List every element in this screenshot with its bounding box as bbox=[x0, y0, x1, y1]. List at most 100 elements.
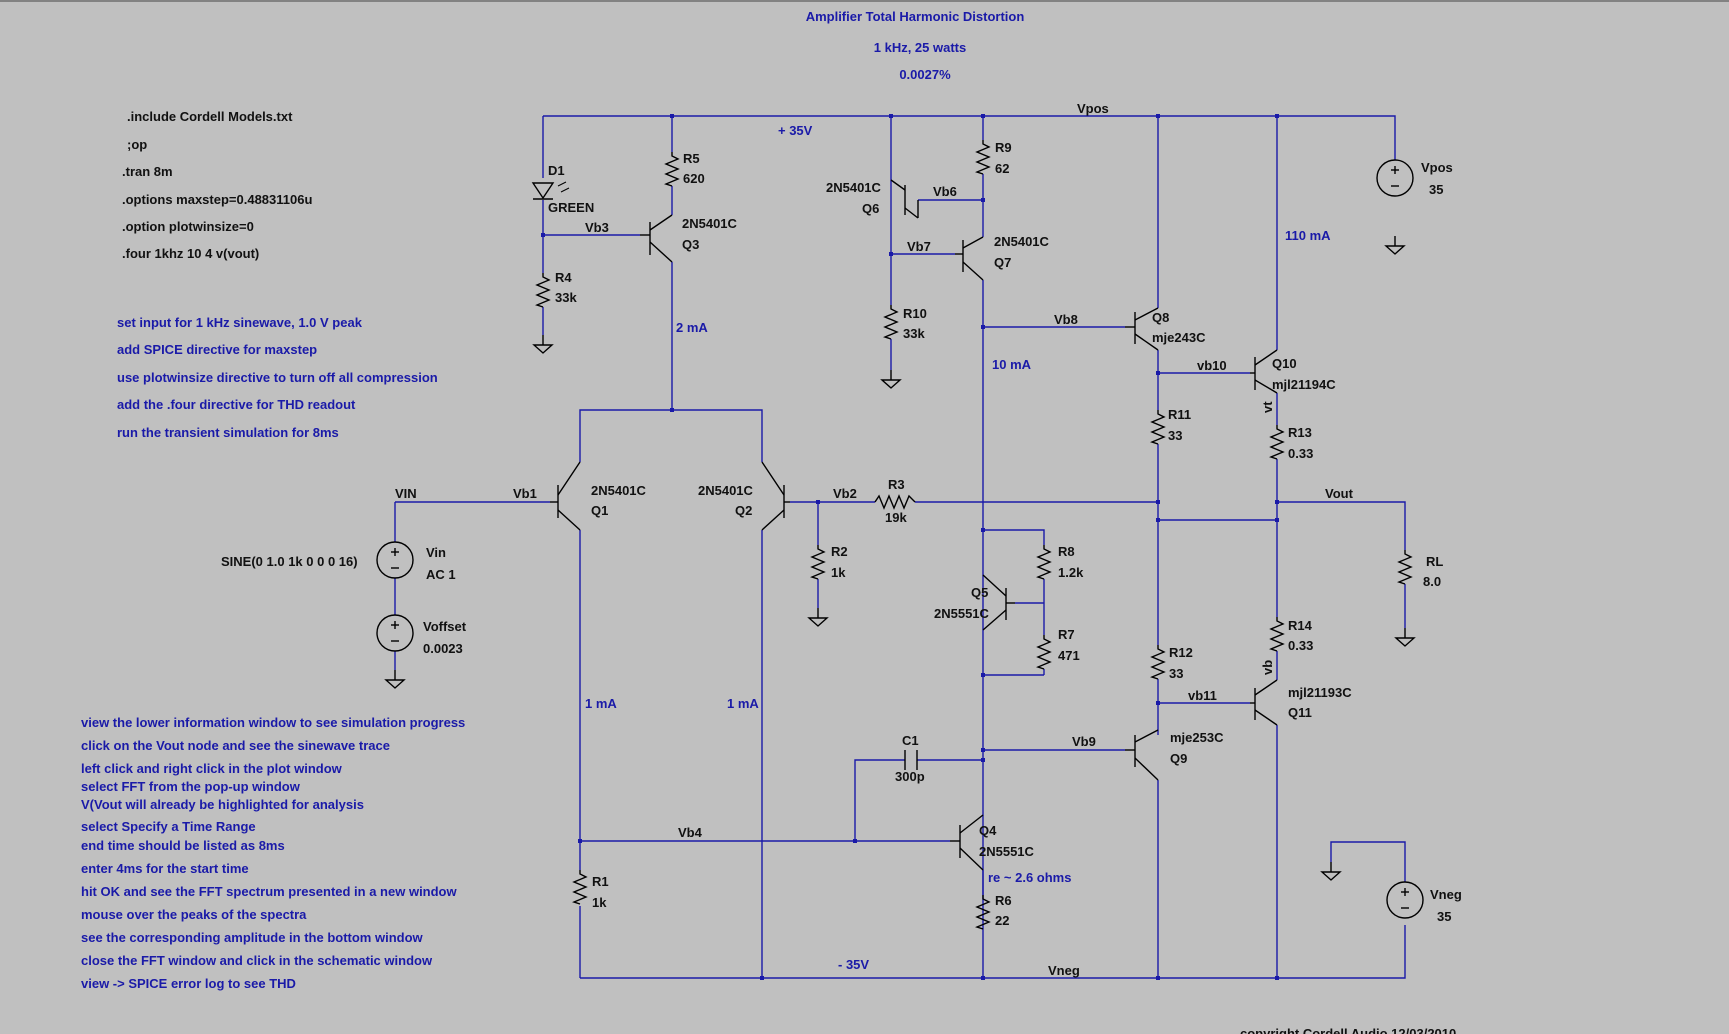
transistor-q8[interactable] bbox=[1125, 307, 1159, 351]
source-vpos[interactable] bbox=[1376, 159, 1414, 197]
net-label-vb11[interactable]: vb11 bbox=[1188, 688, 1217, 703]
directive-tran[interactable]: .tran 8m bbox=[122, 164, 173, 179]
resistor-r12[interactable] bbox=[1151, 644, 1165, 680]
ground-symbol bbox=[533, 334, 553, 354]
net-label-vb3[interactable]: Vb3 bbox=[585, 220, 609, 235]
label-vpos-value: 35 bbox=[1429, 182, 1443, 197]
instruction-line: end time should be listed as 8ms bbox=[81, 838, 285, 853]
instruction-line: add SPICE directive for maxstep bbox=[117, 342, 317, 357]
source-vneg[interactable] bbox=[1386, 881, 1424, 919]
label-r10-value: 33k bbox=[903, 326, 925, 341]
label-r3-value: 19k bbox=[885, 510, 907, 525]
resistor-r11[interactable] bbox=[1151, 409, 1165, 445]
transistor-q2[interactable] bbox=[761, 461, 790, 531]
net-label-vb9[interactable]: Vb9 bbox=[1072, 734, 1096, 749]
directive-include[interactable]: .include Cordell Models.txt bbox=[127, 109, 293, 124]
resistor-r7[interactable] bbox=[1037, 634, 1051, 670]
diode-d1[interactable] bbox=[531, 181, 570, 200]
net-label-vb[interactable]: vb bbox=[1260, 660, 1275, 675]
label-voffset-value: 0.0023 bbox=[423, 641, 463, 656]
label-vpos-name: Vpos bbox=[1421, 160, 1453, 175]
label-q4-model: 2N5551C bbox=[979, 844, 1035, 859]
directive-op[interactable]: ;op bbox=[127, 137, 147, 152]
label-voffset-name: Voffset bbox=[423, 619, 467, 634]
net-label-vb2[interactable]: Vb2 bbox=[833, 486, 857, 501]
transistor-q4[interactable] bbox=[950, 814, 984, 871]
label-r8-value: 1.2k bbox=[1058, 565, 1084, 580]
label-vin-value: AC 1 bbox=[426, 567, 456, 582]
label-r6-value: 22 bbox=[995, 913, 1009, 928]
instruction-line: mouse over the peaks of the spectra bbox=[81, 907, 307, 922]
net-label-vneg[interactable]: Vneg bbox=[1048, 963, 1080, 978]
directive-maxstep[interactable]: .options maxstep=0.48831106u bbox=[122, 192, 312, 207]
resistor-r3[interactable] bbox=[874, 494, 916, 510]
net-label-minus35: - 35V bbox=[838, 957, 869, 972]
net-label-vt[interactable]: vt bbox=[1260, 401, 1275, 413]
label-q11-model: mjl21193C bbox=[1288, 685, 1352, 700]
net-label-vb1[interactable]: Vb1 bbox=[513, 486, 537, 501]
net-label-vpos[interactable]: Vpos bbox=[1077, 101, 1109, 116]
copyright-text: copyright Cordell Audio 12/03/2010 bbox=[1240, 1026, 1456, 1034]
label-q9-model: mje253C bbox=[1170, 730, 1224, 745]
label-q9-name: Q9 bbox=[1170, 751, 1187, 766]
resistor-rl[interactable] bbox=[1398, 549, 1412, 585]
net-label-vb8[interactable]: Vb8 bbox=[1054, 312, 1078, 327]
ground-symbol bbox=[385, 669, 405, 689]
transistor-q1[interactable] bbox=[550, 461, 581, 531]
transistor-q10[interactable] bbox=[1250, 349, 1278, 394]
current-label-q2: 1 mA bbox=[727, 696, 759, 711]
label-q6-name: Q6 bbox=[862, 201, 879, 216]
transistor-q3[interactable] bbox=[640, 214, 673, 263]
label-c1-name: C1 bbox=[902, 733, 919, 748]
label-q11-name: Q11 bbox=[1288, 705, 1312, 720]
label-q1-name: Q1 bbox=[591, 503, 608, 518]
instruction-line: select FFT from the pop-up window bbox=[81, 779, 301, 794]
source-vin[interactable] bbox=[376, 541, 414, 579]
net-label-vb4[interactable]: Vb4 bbox=[678, 825, 703, 840]
current-label-out: 110 mA bbox=[1285, 228, 1331, 243]
label-d1-value: GREEN bbox=[548, 200, 594, 215]
resistor-r1[interactable] bbox=[573, 869, 587, 905]
label-r10-name: R10 bbox=[903, 306, 927, 321]
label-q10-name: Q10 bbox=[1272, 356, 1297, 371]
resistor-r4[interactable] bbox=[536, 272, 550, 308]
resistor-r8[interactable] bbox=[1037, 544, 1051, 580]
resistor-r5[interactable] bbox=[665, 151, 679, 187]
directive-four[interactable]: .four 1khz 10 4 v(vout) bbox=[122, 246, 259, 261]
net-label-vb6[interactable]: Vb6 bbox=[933, 184, 957, 199]
resistor-r13[interactable] bbox=[1270, 424, 1284, 460]
instruction-line: set input for 1 kHz sinewave, 1.0 V peak bbox=[117, 315, 363, 330]
label-r11-value: 33 bbox=[1168, 428, 1182, 443]
transistor-q5[interactable] bbox=[982, 574, 1015, 631]
label-r12-name: R12 bbox=[1169, 645, 1193, 660]
net-label-vout[interactable]: Vout bbox=[1325, 486, 1354, 501]
label-r3-name: R3 bbox=[888, 477, 905, 492]
instruction-line: click on the Vout node and see the sinew… bbox=[81, 738, 390, 753]
net-label-vin[interactable]: VIN bbox=[395, 486, 417, 501]
resistor-r10[interactable] bbox=[884, 304, 898, 340]
net-label-vb10[interactable]: vb10 bbox=[1197, 358, 1227, 373]
transistor-q9[interactable] bbox=[1125, 729, 1159, 781]
label-q4-name: Q4 bbox=[979, 823, 997, 838]
label-q2-name: Q2 bbox=[735, 503, 752, 518]
instruction-line: left click and right click in the plot w… bbox=[81, 761, 343, 776]
transistor-q7[interactable] bbox=[955, 236, 984, 281]
resistor-r14[interactable] bbox=[1270, 616, 1284, 652]
resistor-r9[interactable] bbox=[976, 139, 990, 175]
label-r5-value: 620 bbox=[683, 171, 705, 186]
directive-plotwinsize[interactable]: .option plotwinsize=0 bbox=[122, 219, 254, 234]
transistor-q6[interactable] bbox=[890, 179, 919, 219]
transistor-q11[interactable] bbox=[1250, 679, 1278, 726]
label-q1-model: 2N5401C bbox=[591, 483, 647, 498]
net-label-vb7[interactable]: Vb7 bbox=[907, 239, 931, 254]
source-voffset[interactable] bbox=[376, 614, 414, 652]
label-c1-value: 300p bbox=[895, 769, 925, 784]
current-label-re: re ~ 2.6 ohms bbox=[988, 870, 1071, 885]
capacitor-c1[interactable] bbox=[904, 750, 918, 770]
label-r7-value: 471 bbox=[1058, 648, 1080, 663]
label-d1-name: D1 bbox=[548, 163, 565, 178]
instruction-line: add the .four directive for THD readout bbox=[117, 397, 356, 412]
label-q8-name: Q8 bbox=[1152, 310, 1169, 325]
resistor-r2[interactable] bbox=[811, 544, 825, 580]
